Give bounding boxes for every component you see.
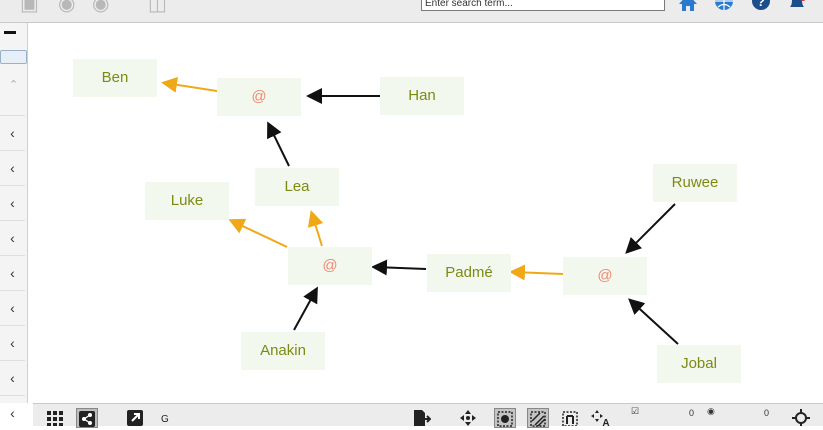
hide-eye-icon[interactable]: ◉: [58, 0, 76, 15]
chevron-left-icon[interactable]: ‹: [0, 150, 25, 185]
top-toolbar: ▣ ◉ ◉ ◫ Enter search term... ?: [0, 0, 823, 23]
bottom-toolbar: G A ☑ 0 ◉ 0: [33, 403, 823, 428]
layout-frame-icon[interactable]: [560, 408, 580, 426]
node-ruwee[interactable]: Ruwee: [653, 164, 737, 202]
checked-checkbox-icon: ☑: [631, 406, 640, 416]
move-nodes-icon[interactable]: [458, 408, 478, 426]
hub-node[interactable]: @: [563, 257, 647, 295]
recenter-crosshair-icon[interactable]: [791, 408, 811, 426]
edge-padme-hub2: [371, 259, 427, 276]
graph-edges: [161, 76, 679, 345]
left-sidebar: ⌃ ‹ ‹ ‹ ‹ ‹ ‹ ‹ ‹ ‹: [0, 23, 28, 421]
edge-hub3-padme: [509, 264, 564, 281]
node-lea[interactable]: Lea: [255, 168, 339, 206]
chevron-left-icon[interactable]: ‹: [0, 185, 25, 220]
graph-view-icon[interactable]: [76, 408, 98, 428]
search-input[interactable]: Enter search term...: [421, 0, 665, 11]
globe-icon[interactable]: [713, 0, 735, 12]
node-han[interactable]: Han: [380, 77, 464, 115]
node-jobal[interactable]: Jobal: [657, 345, 741, 383]
chevron-left-icon[interactable]: ‹: [0, 395, 25, 430]
apps-icon[interactable]: ▣: [20, 0, 39, 15]
collapse-minus-icon[interactable]: [4, 31, 16, 34]
edge-ruwee-hub3: [625, 203, 676, 254]
node-luke[interactable]: Luke: [145, 182, 229, 220]
hidden-count: 0: [764, 408, 770, 418]
edge-lea-hub1: [267, 121, 290, 167]
checked-count: 0: [689, 408, 695, 418]
edge-hub2-lea: [307, 210, 324, 247]
chevron-left-icon[interactable]: ‹: [0, 325, 25, 360]
chevron-left-icon[interactable]: ‹: [0, 255, 25, 290]
edge-jobal-hub3: [628, 298, 679, 345]
edge-hub2-luke: [228, 218, 288, 248]
node-padme[interactable]: Padmé: [427, 254, 511, 292]
hidden-eye-icon: ◉: [707, 406, 715, 416]
select-edges-icon[interactable]: [527, 408, 549, 428]
move-label-icon[interactable]: A: [591, 408, 611, 426]
chevron-left-icon[interactable]: ‹: [0, 290, 25, 325]
edge-anakin-hub2: [293, 286, 318, 331]
external-link-icon[interactable]: [125, 408, 145, 426]
svg-text:?: ?: [757, 0, 765, 9]
chevron-left-icon[interactable]: ‹: [0, 220, 25, 255]
hub-node[interactable]: @: [288, 247, 372, 285]
select-nodes-icon[interactable]: [494, 408, 516, 428]
double-chevron-up-icon[interactable]: ⌃: [9, 79, 19, 91]
share-graph-icon[interactable]: ◫: [148, 0, 167, 15]
svg-text:A: A: [602, 418, 609, 426]
chevron-left-icon[interactable]: ‹: [0, 115, 25, 150]
home-icon[interactable]: [677, 0, 699, 12]
node-anakin[interactable]: Anakin: [241, 332, 325, 370]
graph-canvas[interactable]: Ben Han Lea Luke Padmé Ruwee Anakin Joba…: [33, 23, 823, 403]
hub-node[interactable]: @: [217, 78, 301, 116]
help-icon[interactable]: ?: [750, 0, 772, 12]
panel-toggle-button[interactable]: [0, 50, 27, 64]
node-ben[interactable]: Ben: [73, 59, 157, 97]
chevron-left-icon[interactable]: ‹: [0, 360, 25, 395]
export-icon[interactable]: [411, 408, 431, 426]
graph-name-label: G: [161, 414, 169, 425]
edge-hub1-ben: [161, 76, 218, 93]
eye-icon[interactable]: ◉: [92, 0, 110, 15]
notification-bell-icon[interactable]: [786, 0, 808, 12]
grid-view-icon[interactable]: [45, 408, 65, 426]
